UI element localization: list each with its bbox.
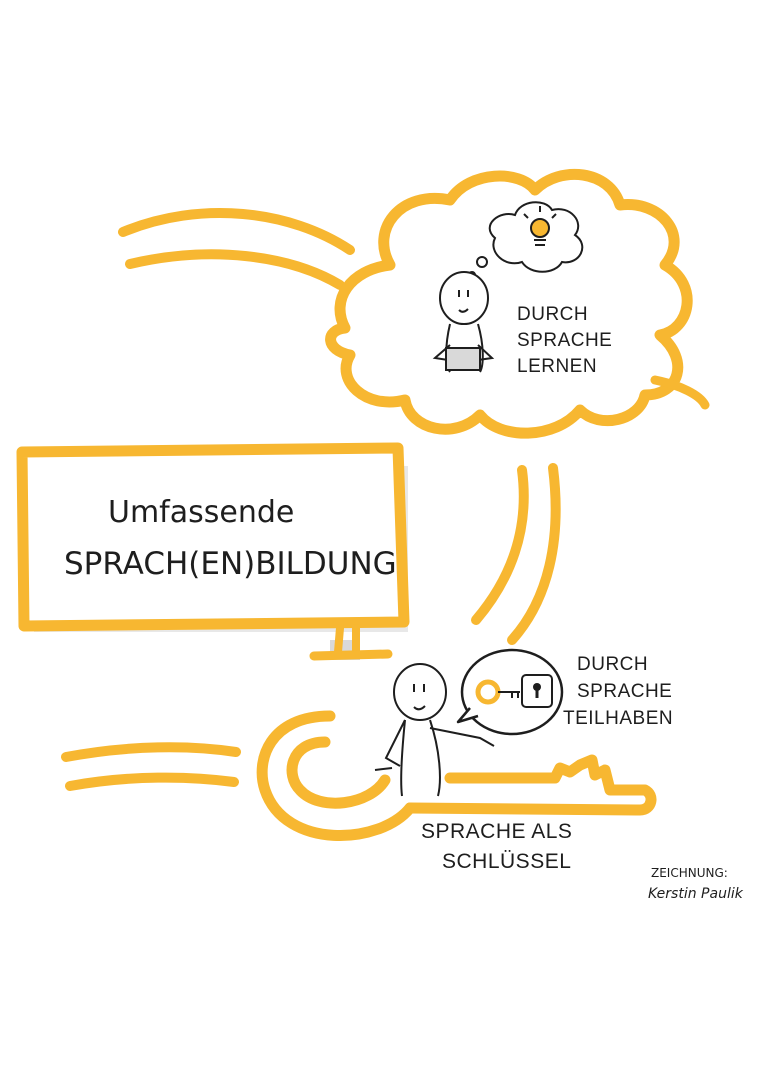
cloud-shape bbox=[325, 168, 710, 439]
credit-line2: Kerstin Paulik bbox=[648, 886, 744, 902]
cloud-label-line3: LERNEN bbox=[517, 356, 597, 377]
key-icon bbox=[475, 679, 520, 705]
bubble-label: DURCH SPRACHE TEILHABEN bbox=[563, 654, 673, 729]
lightbulb-icon bbox=[523, 206, 557, 246]
cloud-label-line1: DURCH bbox=[517, 304, 588, 325]
title-line1: Umfassende bbox=[108, 495, 294, 530]
key-shape bbox=[256, 710, 657, 842]
bubble-label-line2: SPRACHE bbox=[577, 681, 672, 702]
cloud-label-line2: SPRACHE bbox=[517, 330, 612, 351]
swoosh-lines-top bbox=[118, 208, 355, 290]
key-label-line1: SPRACHE ALS bbox=[421, 820, 572, 843]
bubble-label-line1: DURCH bbox=[577, 654, 648, 675]
screen-box bbox=[16, 442, 410, 661]
credit-line1: ZEICHNUNG: bbox=[651, 866, 728, 880]
thought-bubble bbox=[468, 201, 584, 279]
learner-figure bbox=[432, 271, 495, 373]
key-label: SPRACHE ALS SCHLÜSSEL bbox=[421, 820, 572, 873]
swoosh-lines-bottom bbox=[61, 742, 241, 791]
cloud-label: DURCH SPRACHE LERNEN bbox=[517, 304, 612, 377]
lock-icon bbox=[521, 674, 553, 708]
connector-lines bbox=[471, 463, 561, 645]
key-label-line2: SCHLÜSSEL bbox=[442, 850, 571, 873]
page-title: Umfassende SPRACH(EN)BILDUNG bbox=[64, 495, 397, 582]
bubble-label-line3: TEILHABEN bbox=[563, 708, 673, 729]
title-line2: SPRACH(EN)BILDUNG bbox=[64, 546, 397, 582]
credit: ZEICHNUNG: Kerstin Paulik bbox=[648, 866, 744, 902]
participant-figure bbox=[374, 663, 495, 797]
